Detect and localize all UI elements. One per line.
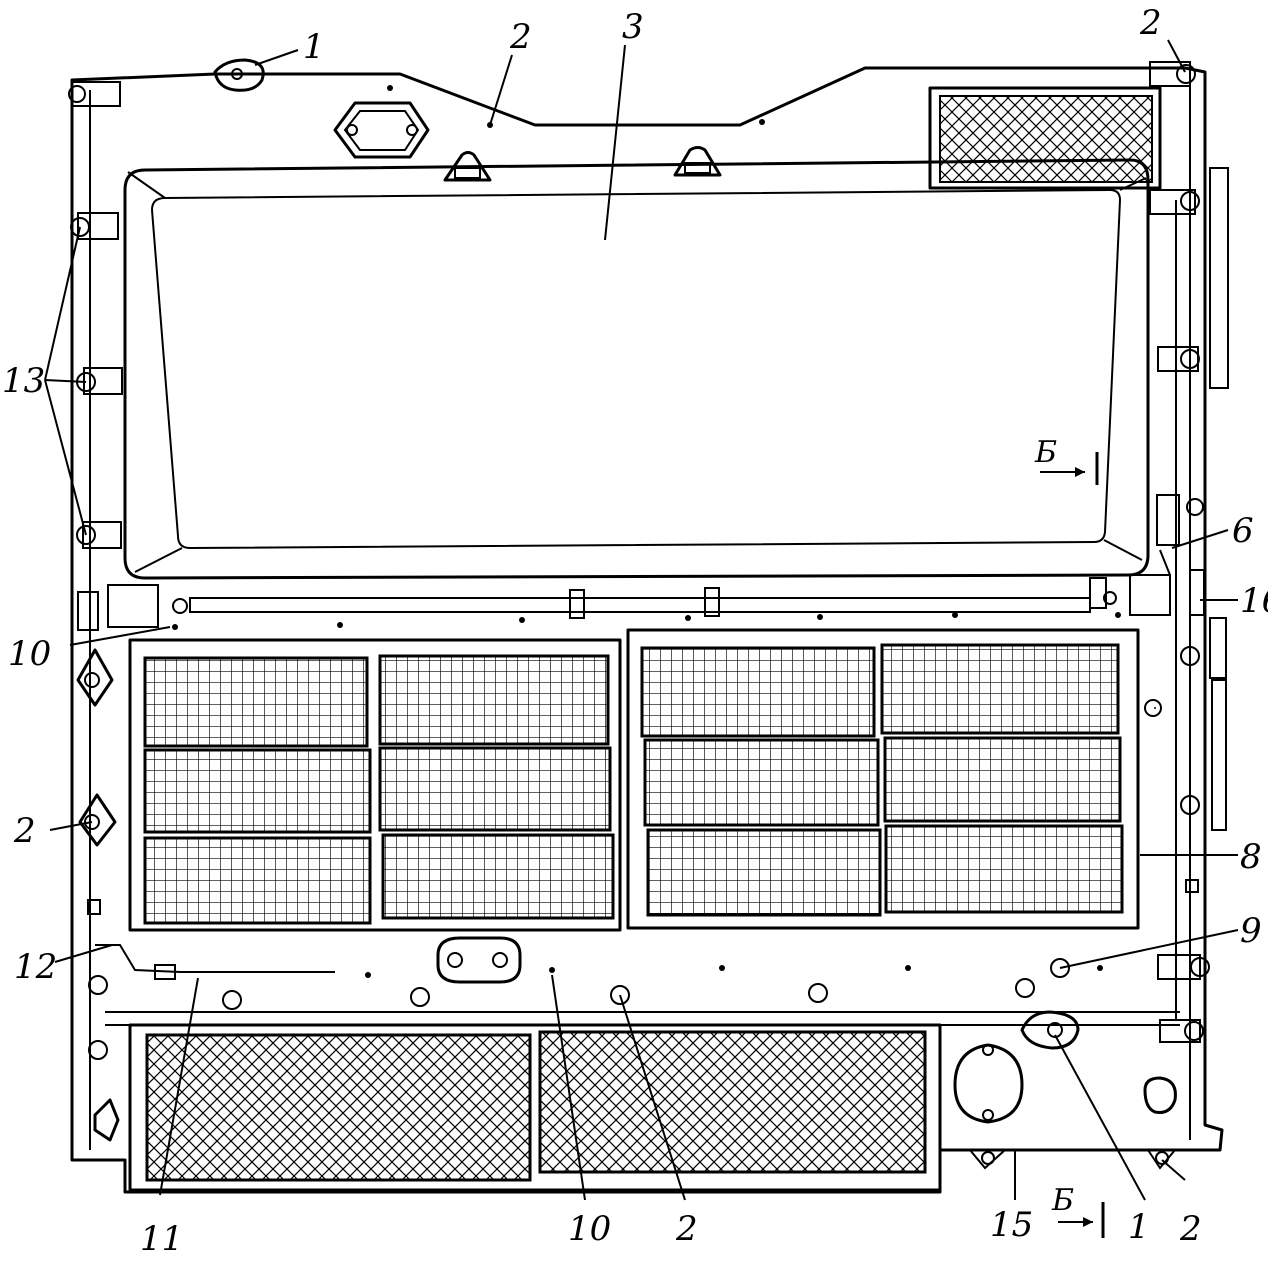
callout-2-bottom: 2 (675, 1209, 698, 1249)
callout-9: 9 (1240, 911, 1262, 951)
callout-12: 12 (14, 947, 57, 987)
callout-1-top: 1 (303, 27, 325, 67)
callout-8: 8 (1240, 837, 1262, 877)
shutter-control-rod (77, 549, 1205, 631)
callout-10-bottom: 10 (568, 1209, 611, 1249)
section-marker-upper: Б (1034, 435, 1099, 485)
callout-13: 13 (2, 361, 45, 401)
top-right-mesh-window (928, 86, 1162, 190)
callout-16: 16 (1240, 581, 1268, 621)
callout-6: 6 (1232, 511, 1254, 551)
right-shutter-mesh (626, 628, 1140, 930)
left-shutter-mesh (128, 638, 622, 932)
callout-labels: 1 2 3 2 13 6 16 10 2 8 12 9 11 10 2 15 1… (2, 3, 1268, 1259)
right-hinge-lugs (1143, 61, 1229, 1114)
section-label-upper: Б (1034, 435, 1057, 470)
callout-2-top: 2 (509, 17, 532, 57)
section-marker-lower: Б (1051, 1183, 1105, 1238)
callout-11: 11 (140, 1219, 183, 1259)
left-hinge-lugs (68, 81, 123, 549)
callout-2-left: 2 (13, 811, 36, 851)
lower-oval-hatch (222, 699, 1162, 1010)
section-label-lower: Б (1051, 1183, 1074, 1218)
bottom-mesh-panels (128, 1023, 942, 1192)
callout-2-topright: 2 (1139, 3, 1162, 43)
callout-15: 15 (990, 1205, 1033, 1245)
callout-2-bottomright: 2 (1179, 1209, 1202, 1249)
callout-10-left: 10 (8, 634, 51, 674)
bottom-right-hatch (953, 1010, 1176, 1170)
upper-opening (123, 158, 1150, 580)
left-side-brackets (76, 648, 335, 1142)
callout-3: 3 (622, 7, 644, 47)
rail-fasteners (172, 85, 1121, 630)
callout-1-bottom: 1 (1128, 1207, 1150, 1247)
top-hatch-and-lugs (213, 58, 722, 182)
leader-lines (44, 39, 1239, 1201)
